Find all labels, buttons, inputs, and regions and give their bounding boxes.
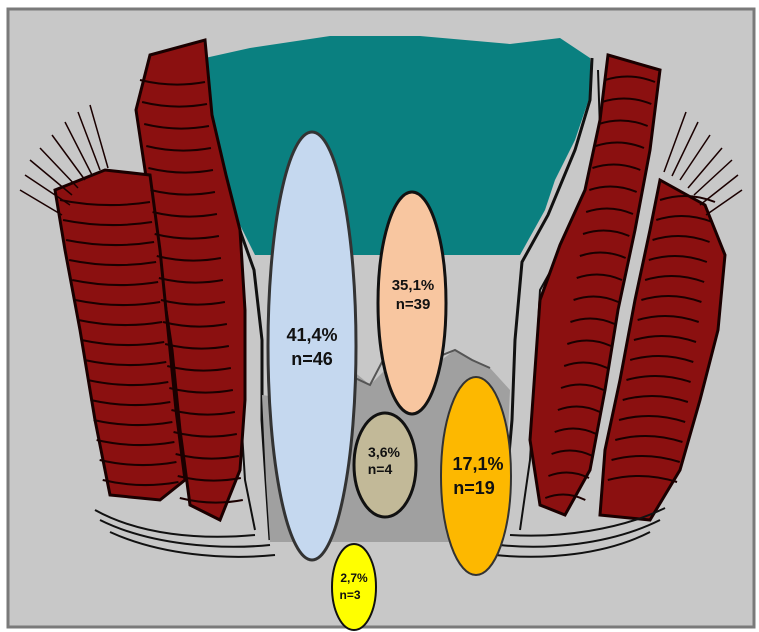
region-upper-right-count: n=39 xyxy=(396,296,431,313)
region-lower-right-percent: 17,1% xyxy=(452,454,503,474)
region-bottom-percent: 2,7% xyxy=(340,571,368,585)
region-bottom-count: n=3 xyxy=(339,588,360,602)
region-center-small-percent: 3,6% xyxy=(368,444,400,460)
region-large-percent: 41,4% xyxy=(286,325,337,345)
region-upper-right-percent: 35,1% xyxy=(392,277,435,294)
region-center-small: 3,6% n=4 xyxy=(354,413,416,517)
region-center-small-count: n=4 xyxy=(368,461,393,477)
region-upper-right: 35,1% n=39 xyxy=(378,192,446,414)
region-large: 41,4% n=46 xyxy=(268,132,356,560)
region-lower-right: 17,1% n=19 xyxy=(441,377,511,575)
region-lower-right-count: n=19 xyxy=(453,478,495,498)
region-bottom: 2,7% n=3 xyxy=(332,544,376,630)
region-large-count: n=46 xyxy=(291,349,333,369)
